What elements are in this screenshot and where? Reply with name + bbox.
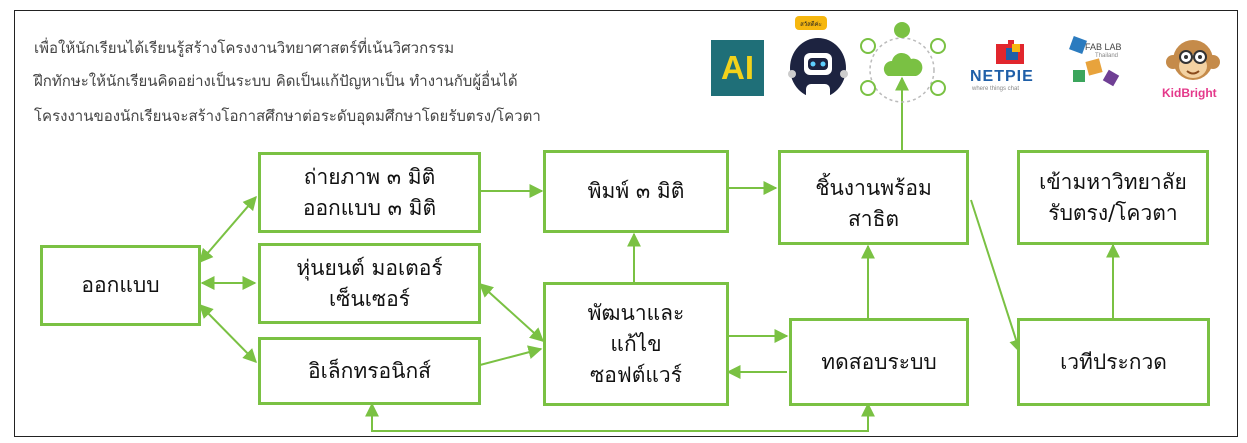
iot-cloud-icon bbox=[860, 22, 946, 103]
monkey-mascot-icon bbox=[1166, 40, 1220, 80]
intro-line-2: ฝึกทักษะให้นักเรียนคิดอย่างเป็นระบบ คิดเ… bbox=[34, 72, 518, 90]
arrow-electronics-dev bbox=[479, 345, 543, 366]
box-robot: หุ่นยนต์ มอเตอร์ เซ็นเซอร์ bbox=[258, 243, 481, 324]
box-develop-software: พัฒนาและ แก้ไข ซอฟต์แวร์ bbox=[543, 282, 729, 406]
netpie-logo: NETPIE where things chat bbox=[968, 38, 1053, 94]
box-photo-3d-line2: ออกแบบ ๓ มิติ bbox=[302, 195, 437, 220]
robot-badge-text: สวัสดีค่ะ bbox=[800, 20, 822, 28]
box-university: เข้ามหาวิทยาลัย รับตรง/โควตา bbox=[1017, 150, 1209, 245]
arrow-electronics-test-loop bbox=[365, 402, 875, 432]
kidbright-logo: KidBright bbox=[1162, 38, 1224, 104]
intro-line-3: โครงงานของนักเรียนจะสร้างโอกาสศึกษาต่อระ… bbox=[34, 107, 541, 125]
netpie-tagline: where things chat bbox=[972, 86, 1020, 92]
fablab-logo-subtext: Thailand bbox=[1095, 53, 1119, 59]
diagram-frame bbox=[14, 10, 1238, 437]
box-robot-line2: เซ็นเซอร์ bbox=[328, 286, 411, 311]
intro-line-1: เพื่อให้นักเรียนได้เรียนรู้สร้างโครงงานว… bbox=[34, 39, 455, 57]
netpie-logo-text: NETPIE bbox=[970, 68, 1034, 85]
arrow-design-photo3d bbox=[199, 195, 257, 264]
box-electronics: อิเล็กทรอนิกส์ bbox=[258, 337, 481, 405]
box-electronics-text: อิเล็กทรอนิกส์ bbox=[308, 358, 431, 383]
kidbright-logo-text: KidBright bbox=[1162, 86, 1217, 100]
robot-mascot-icon: สวัสดีค่ะ bbox=[788, 16, 848, 104]
ai-logo-text: AI bbox=[721, 49, 754, 86]
fablab-logo-text: FAB LAB bbox=[1085, 42, 1122, 52]
box-ready-line2: สาธิต bbox=[847, 207, 900, 231]
box-photo-3d: ถ่ายภาพ ๓ มิติ ออกแบบ ๓ มิติ bbox=[258, 152, 481, 233]
box-photo-3d-line1: ถ่ายภาพ ๓ มิติ bbox=[303, 164, 436, 189]
box-print-3d-text: พิมพ์ ๓ มิติ bbox=[587, 179, 685, 203]
box-ready-demo: ชิ้นงานพร้อม สาธิต bbox=[778, 150, 969, 245]
box-competition-text: เวทีประกวด bbox=[1060, 349, 1167, 374]
netpie-puzzle-icon bbox=[996, 40, 1024, 64]
box-robot-line1: หุ่นยนต์ มอเตอร์ bbox=[296, 255, 443, 280]
box-develop-line1: พัฒนาและ bbox=[587, 300, 685, 325]
box-competition-stage: เวทีประกวด bbox=[1017, 318, 1210, 406]
box-university-line1: เข้ามหาวิทยาลัย bbox=[1039, 169, 1187, 194]
fablab-logo: FAB LAB Thailand bbox=[1065, 30, 1145, 96]
fablab-shapes-icon bbox=[1069, 36, 1120, 87]
arrow-ready-stage bbox=[970, 199, 1023, 354]
box-design: ออกแบบ bbox=[40, 245, 201, 326]
box-develop-line3: ซอฟต์แวร์ bbox=[590, 362, 682, 387]
box-system-test: ทดสอบระบบ bbox=[789, 318, 969, 406]
box-develop-line2: แก้ไข bbox=[610, 331, 662, 356]
box-university-line2: รับตรง/โควตา bbox=[1048, 200, 1178, 225]
arrow-robot-dev bbox=[478, 283, 545, 342]
arrow-design-electronics bbox=[199, 304, 257, 363]
box-ready-line1: ชิ้นงานพร้อม bbox=[815, 176, 932, 200]
ai-logo: AI bbox=[711, 40, 764, 96]
box-system-test-text: ทดสอบระบบ bbox=[821, 349, 937, 374]
box-print-3d: พิมพ์ ๓ มิติ bbox=[543, 150, 729, 233]
box-design-text: ออกแบบ bbox=[81, 273, 160, 297]
